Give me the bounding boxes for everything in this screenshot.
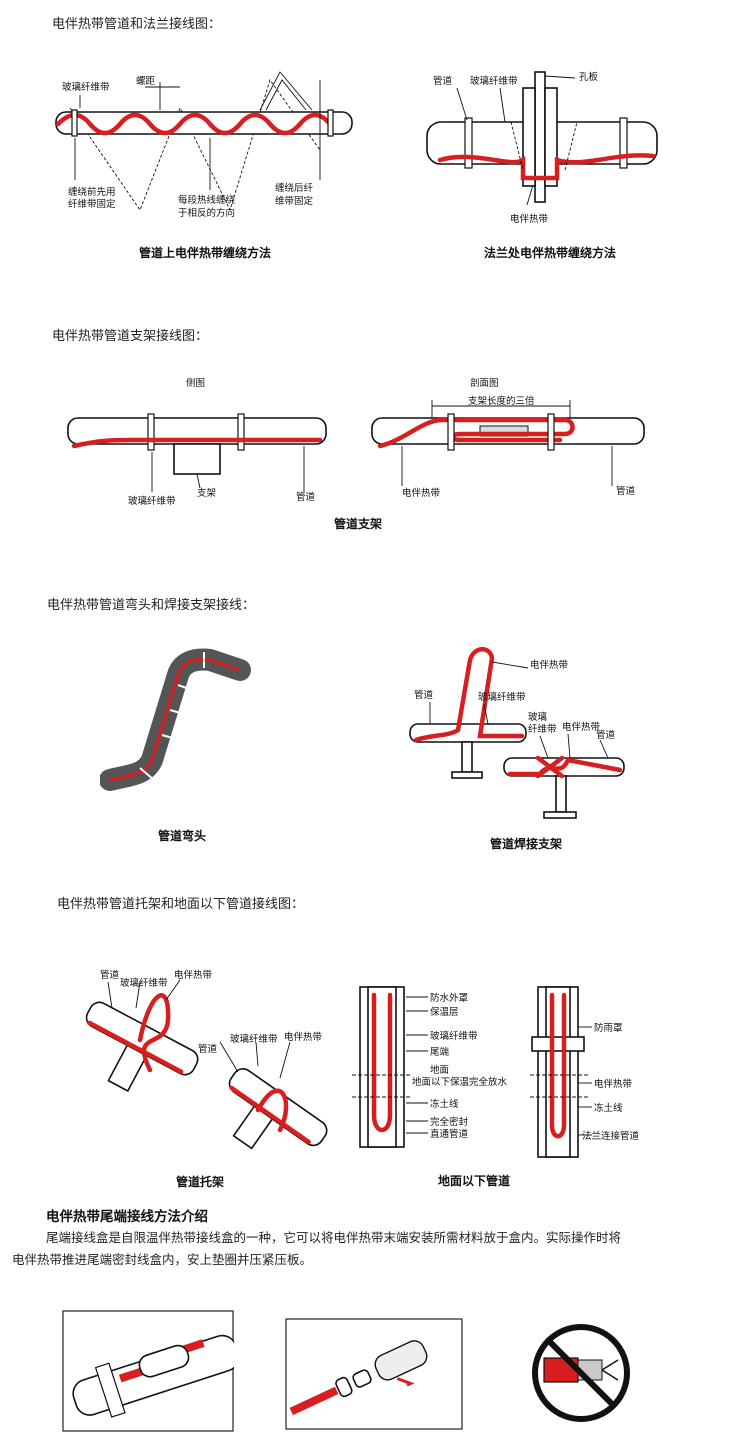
tail-box-step2-illustration xyxy=(285,1318,463,1430)
label-reverse-1: 每段热线缠绕 xyxy=(178,194,236,206)
label-below-ground: 地面以下保温完全放水 xyxy=(412,1076,508,1088)
label-side-view: 侧图 xyxy=(186,377,205,389)
label-cable-2: 电伴热带 xyxy=(562,721,601,733)
label-before-2: 纤维带固定 xyxy=(68,198,116,210)
label-pipe-2: 管道 xyxy=(596,729,616,741)
label-cable: 电伴热带 xyxy=(174,969,213,981)
section-heading-bracket-underground: 电伴热带管道托架和地面以下管道接线图： xyxy=(57,897,305,912)
label-orifice: 孔板 xyxy=(579,71,599,83)
label-after-1: 缠绕后纤 xyxy=(275,182,314,194)
label-frost-2: 冻土线 xyxy=(594,1102,623,1114)
label-sealed: 完全密封 xyxy=(430,1116,469,1128)
label-pipe-right: 管道 xyxy=(616,485,636,497)
caption-underground: 地面以下管道 xyxy=(438,1173,510,1188)
section-heading-elbow-weld: 电伴热带管道弯头和焊接支架接线： xyxy=(47,598,256,613)
label-insulation: 保温层 xyxy=(430,1006,459,1018)
pipe-elbow-diagram: 管道弯头 xyxy=(100,648,251,843)
pipe-support-diagram: 侧图 剖面图 玻璃纤维带 支架 管道 支架长度的三倍 电伴热带 管道 管道支架 xyxy=(67,377,645,531)
label-glass-tape-ug: 玻璃纤维带 xyxy=(430,1030,478,1042)
label-triple-length: 支架长度的三倍 xyxy=(468,395,535,407)
tail-section-title: 电伴热带尾端接线方法介绍 xyxy=(46,1209,208,1225)
caption-pipe-wrap: 管道上电伴热带缠绕方法 xyxy=(139,245,271,260)
label-frost: 冻土线 xyxy=(430,1098,459,1110)
label-pipe: 管道 xyxy=(296,491,316,503)
caption-welded-support: 管道焊接支架 xyxy=(490,836,562,851)
caption-elbow: 管道弯头 xyxy=(158,828,206,843)
label-pipe: 管道 xyxy=(414,689,434,701)
label-glass-tape: 玻璃纤维带 xyxy=(478,691,526,703)
label-waterproof: 防水外罩 xyxy=(430,992,468,1004)
tail-paragraph-line1: 尾端接线盒是自限温伴热带接线盒的一种，它可以将电伴热带末端安装所需材料放于盒内。… xyxy=(46,1230,622,1245)
label-straight: 直通管道 xyxy=(430,1128,469,1140)
label-ground: 地面 xyxy=(430,1064,449,1076)
section-heading-pipe-flange: 电伴热带管道和法兰接线图： xyxy=(52,17,222,32)
label-cable: 电伴热带 xyxy=(402,487,441,499)
tail-box-step1-illustration xyxy=(62,1310,234,1432)
label-cable-ug: 电伴热带 xyxy=(594,1078,633,1090)
label-glass-tape: 玻璃纤维带 xyxy=(470,75,518,87)
caption-bracket: 管道托架 xyxy=(176,1174,224,1189)
pipe-bracket-diagram: 管道 玻璃纤维带 电伴热带 管道 玻璃纤维带 电伴热带 管道托架 xyxy=(85,969,328,1189)
label-flange: 法兰连接管道 xyxy=(582,1130,640,1142)
label-glass-tape-2: 玻璃纤维带 xyxy=(230,1033,278,1045)
label-reverse-2: 于相反的方向 xyxy=(178,207,235,219)
label-pipe: 管道 xyxy=(433,75,453,87)
label-pipe: 管道 xyxy=(100,969,120,981)
label-pitch: 螺距 xyxy=(136,76,156,87)
flange-wrap-diagram: 管道 玻璃纤维带 孔板 电伴热带 法兰处电伴热带缠绕方法 xyxy=(426,71,658,260)
label-glass: 玻璃 xyxy=(528,711,547,723)
label-cable: 电伴热带 xyxy=(510,213,549,225)
label-glass-tape: 玻璃纤维带 xyxy=(128,495,176,507)
label-glass-tape: 玻璃纤维带 xyxy=(120,977,168,989)
label-support: 支架 xyxy=(197,487,217,499)
label-pipe-2: 管道 xyxy=(198,1043,218,1055)
label-rain-cover: 防雨罩 xyxy=(594,1022,623,1034)
label-glass-tape: 玻璃纤维带 xyxy=(62,81,110,93)
tail-paragraph-line2: 电伴热带推进尾端密封线盒内，安上垫圈并压紧压板。 xyxy=(12,1252,313,1267)
caption-flange-wrap: 法兰处电伴热带缠绕方法 xyxy=(484,245,616,260)
no-cut-warning-icon xyxy=(532,1324,630,1422)
section-heading-pipe-support: 电伴热带管道支架接线图： xyxy=(52,329,209,344)
caption-pipe-support: 管道支架 xyxy=(334,516,382,531)
label-tail: 尾端 xyxy=(430,1046,450,1058)
label-section-view: 剖面图 xyxy=(470,377,499,389)
underground-pipe-diagram: 防水外罩 保温层 玻璃纤维带 尾端 地面 地面以下保温完全放水 冻土线 完全密封… xyxy=(352,986,640,1188)
label-after-2: 维带固定 xyxy=(275,195,314,207)
label-fiber-tape: 纤维带 xyxy=(528,723,557,735)
label-cable: 电伴热带 xyxy=(530,659,569,671)
pipe-spiral-wrap-diagram: 玻璃纤维带 螺距 缠绕前先用 纤维带固定 每段热线缠绕 于相反的方向 缠绕后纤 … xyxy=(55,71,353,260)
welded-support-diagram: 电伴热带 管道 玻璃纤维带 玻璃 纤维带 电伴热带 管道 管道焊接支架 xyxy=(409,647,625,851)
label-cable-2: 电伴热带 xyxy=(284,1031,323,1043)
label-before-1: 缠绕前先用 xyxy=(68,186,116,198)
